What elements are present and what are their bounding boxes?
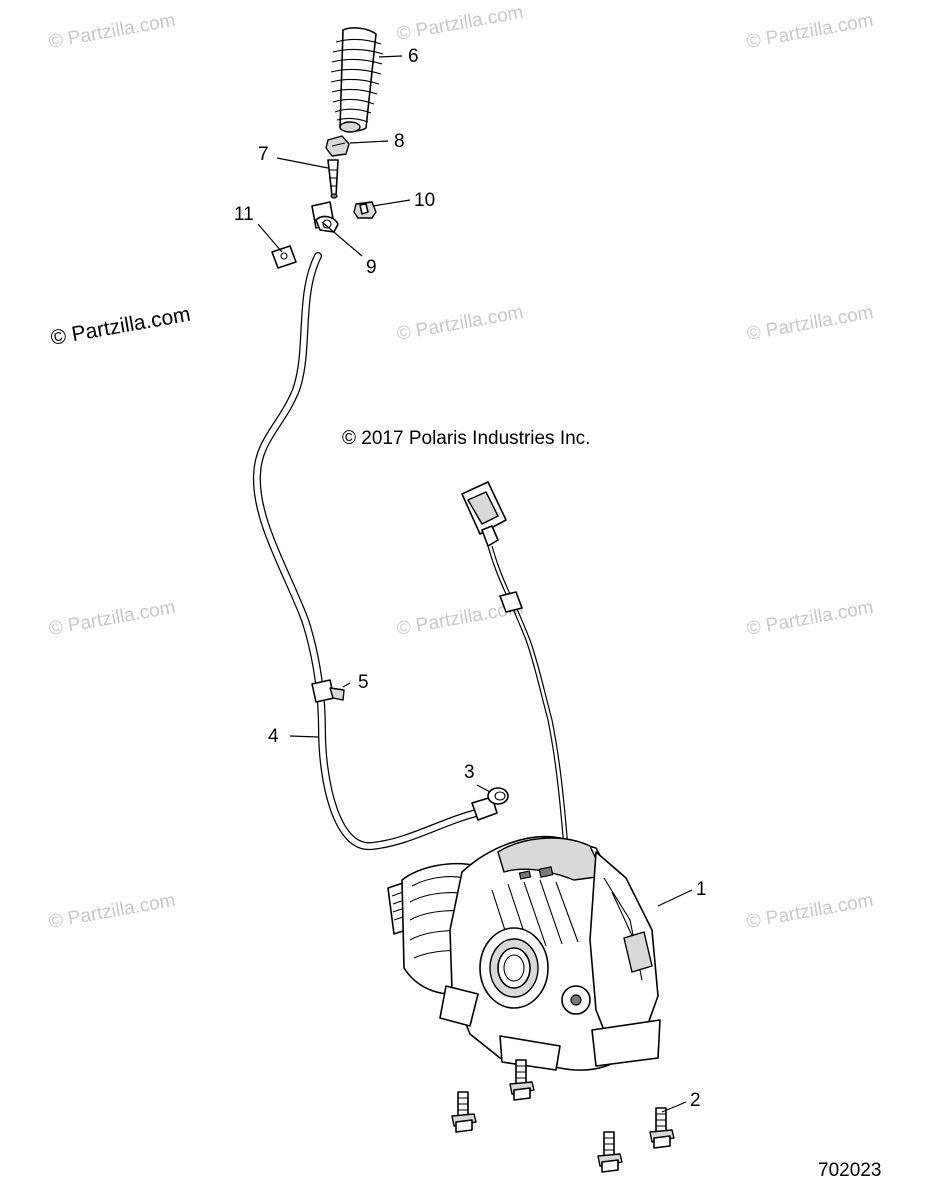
- watermarks: © Partzilla.com © Partzilla.com © Partzi…: [47, 2, 875, 933]
- leader-lines: [257, 55, 693, 1113]
- callout-9: 9: [366, 257, 377, 278]
- callout-7: 7: [258, 144, 269, 165]
- callout-10: 10: [414, 190, 435, 211]
- copyright-notice: © 2017 Polaris Industries Inc.: [342, 428, 590, 449]
- watermark: © Partzilla.com: [745, 890, 875, 933]
- part-3-clamp: [487, 787, 509, 805]
- part-9-clamp: [311, 201, 339, 233]
- callout-8: 8: [394, 131, 405, 152]
- watermark-dark: © Partzilla.com: [49, 303, 192, 350]
- part-6-boot: [330, 27, 384, 133]
- watermark: © Partzilla.com: [47, 10, 177, 53]
- bolt: [649, 1107, 675, 1149]
- watermark: © Partzilla.com: [395, 302, 525, 345]
- callout-2: 2: [690, 1090, 701, 1111]
- part-11-nut: [271, 245, 297, 269]
- watermark: © Partzilla.com: [745, 597, 875, 640]
- part-7-rod: [327, 159, 339, 199]
- diagram-number: 702023: [818, 1160, 881, 1181]
- watermark: © Partzilla.com: [395, 2, 525, 45]
- part-8-nut: [325, 135, 350, 157]
- watermark: © Partzilla.com: [745, 10, 875, 53]
- callout-6: 6: [408, 46, 419, 67]
- bolt: [451, 1091, 477, 1133]
- callout-5: 5: [358, 672, 369, 693]
- bolt: [597, 1131, 623, 1173]
- sensor-harness: [461, 481, 569, 849]
- part-1-gearcase: [387, 835, 661, 1071]
- callout-1: 1: [696, 879, 707, 900]
- watermark: © Partzilla.com: [47, 597, 177, 640]
- callout-4: 4: [268, 726, 279, 747]
- callout-3: 3: [464, 762, 475, 783]
- part-4-cable: [252, 252, 498, 851]
- part-5-clip: [311, 679, 345, 703]
- watermark: © Partzilla.com: [47, 890, 177, 933]
- watermark: © Partzilla.com: [745, 302, 875, 345]
- bolt: [509, 1059, 535, 1101]
- part-10-bolt: [353, 201, 377, 219]
- part-2-bolts: [451, 1059, 675, 1173]
- callout-11: 11: [234, 204, 254, 225]
- callouts: 1 2 3 4 5 6 7 8 9 10 11: [234, 46, 707, 1111]
